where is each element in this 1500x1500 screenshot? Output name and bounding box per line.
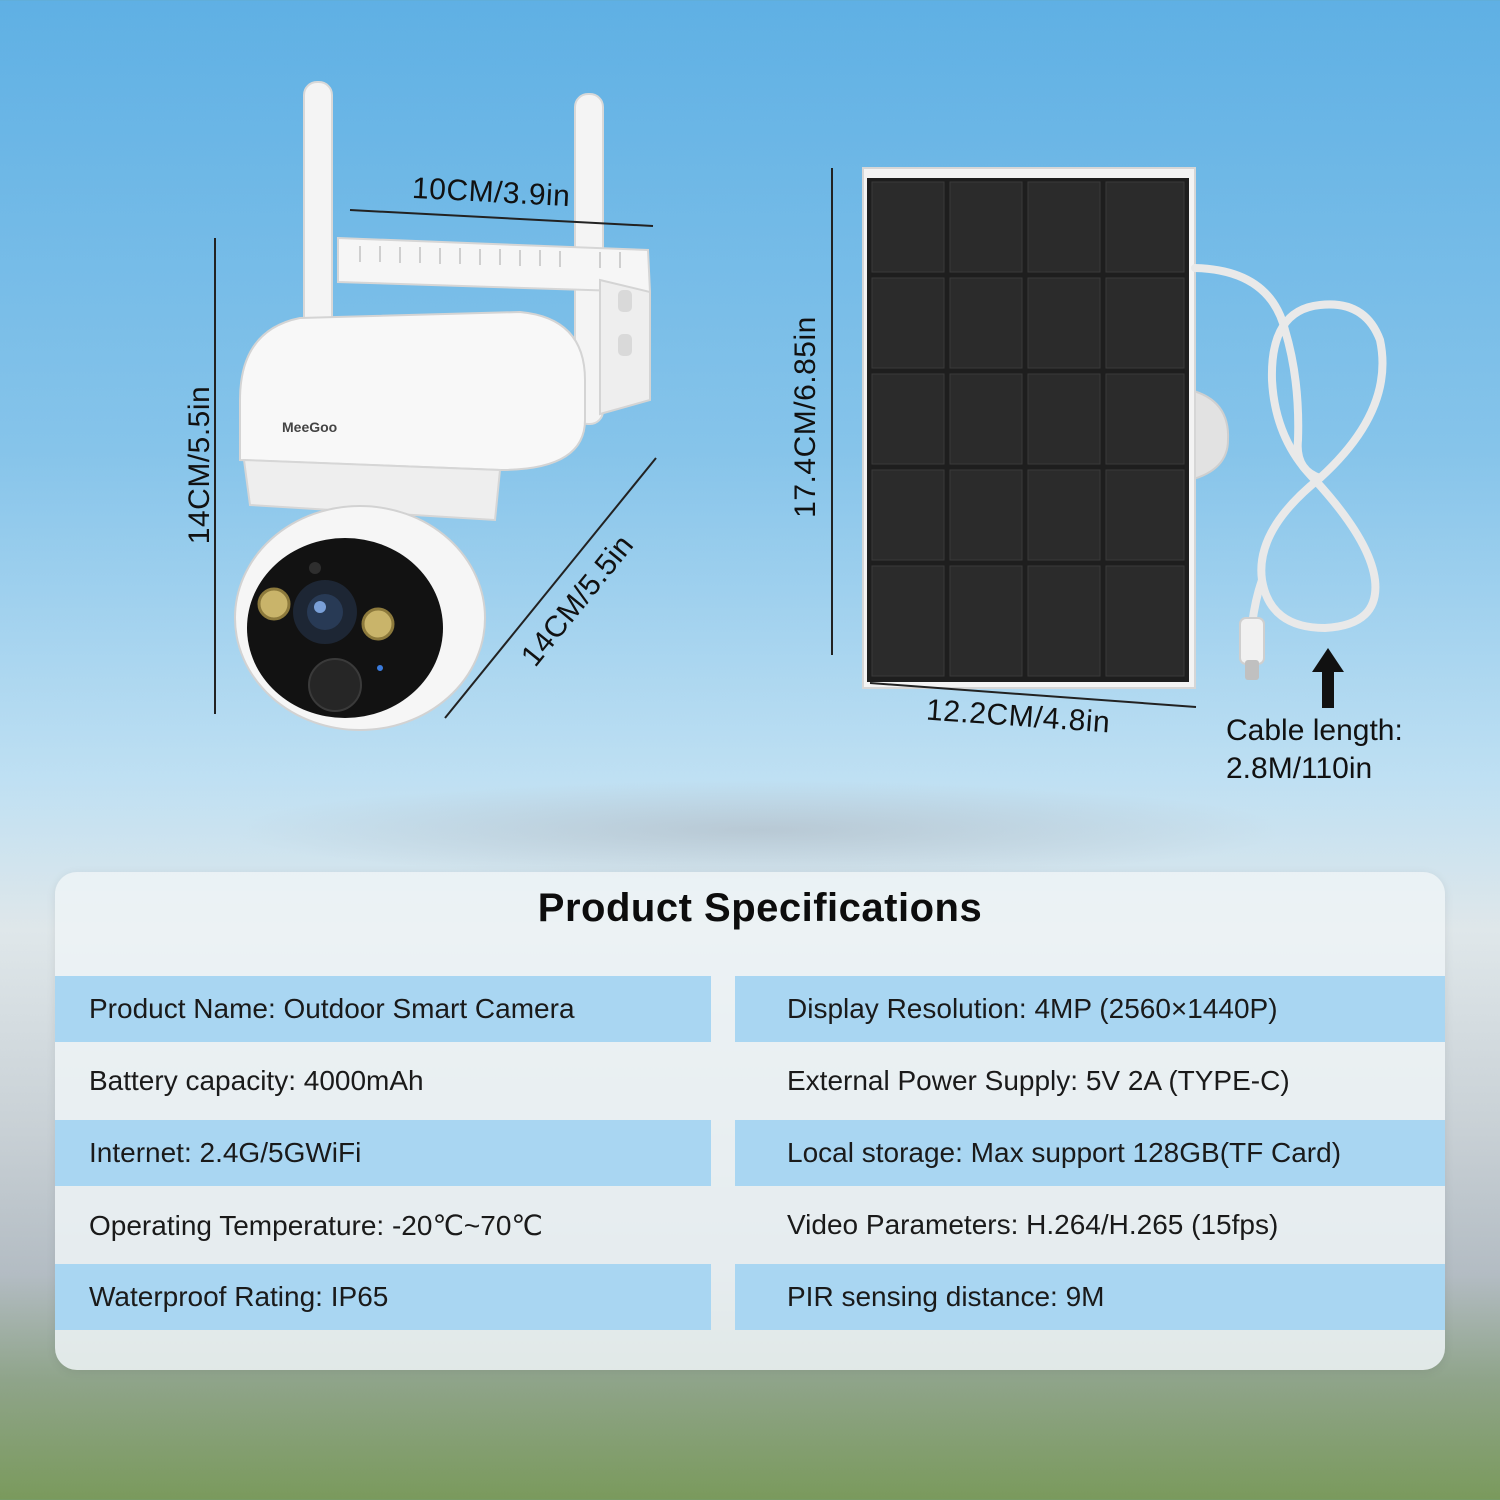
spec-row: PIR sensing distance: 9M [735,1264,1445,1330]
spec-row: Display Resolution: 4MP (2560×1440P) [735,976,1445,1042]
solar-height-label: 17.4CM/6.85in [789,316,822,518]
spotlight-right [361,607,395,641]
spec-row: Battery capacity: 4000mAh [55,1048,711,1114]
pir-sensor [308,658,362,712]
cable-arrow-icon [1312,648,1344,708]
cable-length-title: Cable length: [1226,714,1403,747]
camera-height-label: 14CM/5.5in [183,385,216,545]
spec-text: External Power Supply: 5V 2A (TYPE-C) [787,1065,1290,1096]
spec-row: External Power Supply: 5V 2A (TYPE-C) [735,1048,1445,1114]
spec-text: Local storage: Max support 128GB(TF Card… [787,1137,1342,1168]
spec-text: Internet: 2.4G/5GWiFi [89,1137,362,1168]
spec-row: Waterproof Rating: IP65 [55,1264,711,1330]
spec-row: Operating Temperature: -20℃~70℃ [55,1192,711,1258]
spec-text: Display Resolution: 4MP (2560×1440P) [787,993,1278,1024]
spec-text: Video Parameters: H.264/H.265 (15fps) [787,1209,1279,1240]
spec-text: Waterproof Rating: IP65 [89,1281,389,1312]
spec-text: Battery capacity: 4000mAh [89,1065,424,1096]
camera-depth-line [444,457,657,719]
camera-illustration: MeeGoo [234,81,652,731]
camera-width-line [349,209,654,227]
product-illustration: MeeGoo [214,81,1387,731]
cable-length-label: Cable length: 2.8M/110in [1226,712,1403,788]
solar-panel-illustration [862,167,1387,689]
solar-width-line [869,682,1197,708]
spec-row: Internet: 2.4G/5GWiFi [55,1120,711,1186]
camera-brand-logo: MeeGoo [282,419,337,435]
camera-upper-housing [239,310,586,472]
spec-row: Product Name: Outdoor Smart Camera [55,976,711,1042]
spec-text: Product Name: Outdoor Smart Camera [89,993,575,1024]
cable-length-value: 2.8M/110in [1226,752,1373,785]
spec-text: Operating Temperature: -20℃~70℃ [89,1209,543,1241]
usb-c-connector [1239,617,1265,665]
background-blur [230,780,1290,880]
spec-row: Video Parameters: H.264/H.265 (15fps) [735,1192,1445,1258]
spec-text: PIR sensing distance: 9M [787,1281,1105,1312]
spec-row: Local storage: Max support 128GB(TF Card… [735,1120,1445,1186]
spec-title: Product Specifications [537,886,983,930]
spotlight-left [257,587,291,621]
